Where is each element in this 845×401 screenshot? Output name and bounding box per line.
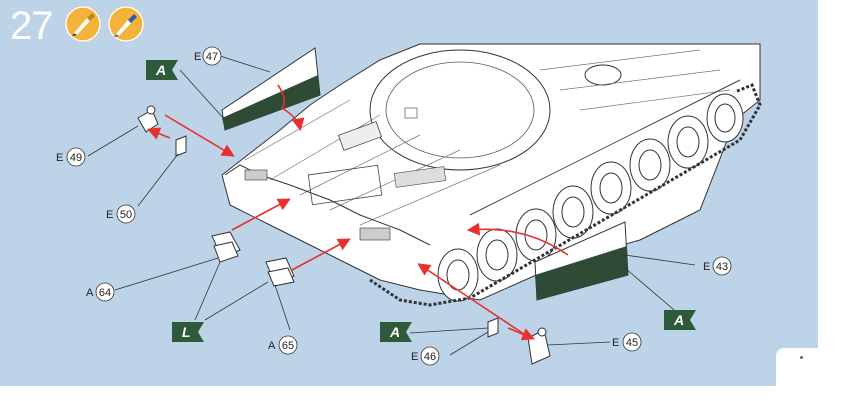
part-50-shape: [175, 135, 187, 157]
flag-label: L: [182, 324, 191, 340]
part-47-shape: [221, 47, 321, 131]
part-65-shape: [265, 257, 295, 287]
part-letter: A: [86, 287, 94, 299]
part-64-shape: [211, 231, 241, 263]
part-letter: E: [411, 351, 418, 363]
flag-label: A: [389, 324, 400, 340]
track: [369, 83, 762, 307]
part-letter: E: [703, 261, 710, 273]
part-number: 45: [626, 337, 638, 349]
part-letter: E: [612, 337, 619, 349]
glue-brush-icon: [108, 6, 144, 42]
part-label-64: A 64: [86, 282, 115, 302]
part-letter: E: [106, 209, 113, 221]
part-number: 65: [282, 340, 294, 352]
notch-dot: [800, 356, 803, 359]
part-49-shape: [137, 105, 159, 133]
part-label-47: E 47: [194, 46, 222, 66]
flag-A-bottom: A: [380, 322, 412, 342]
part-letter: E: [194, 51, 201, 63]
part-label-50: E 50: [106, 204, 136, 224]
part-letter: E: [56, 152, 63, 164]
part-number: 50: [120, 209, 132, 221]
leader-lines: [87, 55, 696, 356]
road-wheels: [437, 93, 744, 302]
flag-label: A: [673, 312, 684, 328]
part-number: 64: [99, 287, 111, 299]
flag-L: L: [172, 322, 204, 342]
part-label-46: E 46: [411, 346, 440, 366]
corner-notch: [776, 348, 845, 401]
part-label-49: E 49: [56, 147, 86, 167]
part-number: 43: [716, 261, 728, 273]
part-43-shape: [534, 221, 629, 301]
part-number: 49: [70, 152, 82, 164]
part-label-45: E 45: [612, 332, 642, 352]
step-number: 27: [10, 4, 53, 48]
part-label-65: A 65: [268, 335, 298, 355]
part-label-43: E 43: [703, 256, 732, 276]
part-46-shape: [487, 317, 499, 338]
flag-A-top: A: [146, 60, 178, 80]
part-45-shape: [527, 327, 551, 365]
part-number: 46: [424, 351, 436, 363]
assembly-arrows: [147, 84, 569, 341]
flag-A-right: A: [664, 310, 696, 330]
flag-label: A: [155, 62, 166, 78]
paint-brush-icon: [65, 6, 101, 42]
part-letter: A: [268, 340, 276, 352]
part-number: 47: [206, 51, 218, 63]
